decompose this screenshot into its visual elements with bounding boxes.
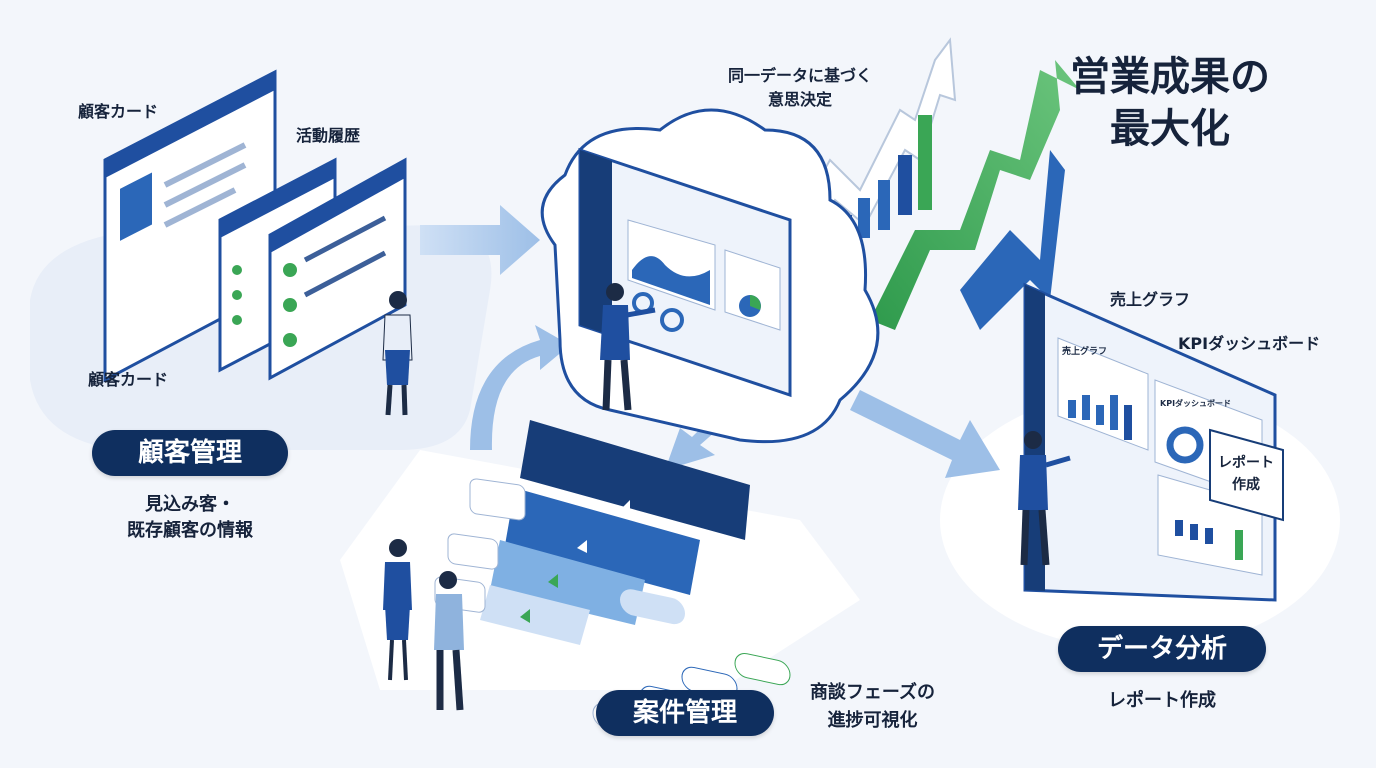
person-analysis bbox=[1018, 431, 1071, 566]
report-card-line2: 作成 bbox=[1232, 477, 1260, 493]
cloud-label-line2: 意思決定 bbox=[767, 90, 832, 109]
data-analysis-badge: データ分析 bbox=[1058, 626, 1266, 672]
label-sales-graph: 売上グラフ bbox=[1110, 290, 1191, 309]
flow-arrow-deals-loop bbox=[470, 325, 570, 450]
flow-arrow-customer-to-cloud bbox=[420, 205, 540, 275]
activity-window bbox=[268, 157, 407, 381]
outcome-title-line1: 営業成果の bbox=[1070, 54, 1270, 100]
outcome-title-line2: 最大化 bbox=[1110, 106, 1230, 152]
funnel-icon bbox=[480, 420, 750, 645]
label-kpi-dashboard: KPIダッシュボード bbox=[1178, 334, 1321, 353]
label-customer-card-bottom: 顧客カード bbox=[88, 370, 169, 389]
person-cloud bbox=[600, 283, 656, 411]
person-deal-man bbox=[434, 571, 464, 711]
person-customer bbox=[382, 291, 413, 416]
label-customer-card-top: 顧客カード bbox=[78, 102, 159, 121]
customer-desc-line1: 見込み客・ bbox=[145, 494, 235, 515]
flow-arrow-cloud-to-analysis bbox=[850, 390, 1000, 478]
growth-arrow-green bbox=[870, 60, 1080, 330]
report-card-line1: レポート bbox=[1218, 455, 1274, 471]
growth-arrow-blue bbox=[960, 150, 1065, 330]
analysis-desc: レポート作成 bbox=[1108, 690, 1216, 711]
screen-label-sales-graph: 売上グラフ bbox=[1062, 347, 1108, 357]
customer-management-badge: 顧客管理 bbox=[92, 430, 288, 476]
cloud-label-line1: 同一データに基づく bbox=[727, 66, 872, 85]
screen-label-kpi: KPIダッシュボード bbox=[1160, 399, 1232, 408]
deal-desc-line1: 商談フェーズの bbox=[809, 682, 936, 703]
customer-desc-line2: 既存顧客の情報 bbox=[127, 520, 253, 541]
person-deal-woman bbox=[383, 539, 412, 681]
deal-desc-line2: 進捗可視化 bbox=[827, 710, 918, 731]
cloud-dashboard bbox=[578, 147, 792, 398]
label-activity-history: 活動履歴 bbox=[296, 126, 361, 145]
deal-management-badge: 案件管理 bbox=[596, 690, 774, 736]
report-card bbox=[1209, 428, 1284, 522]
